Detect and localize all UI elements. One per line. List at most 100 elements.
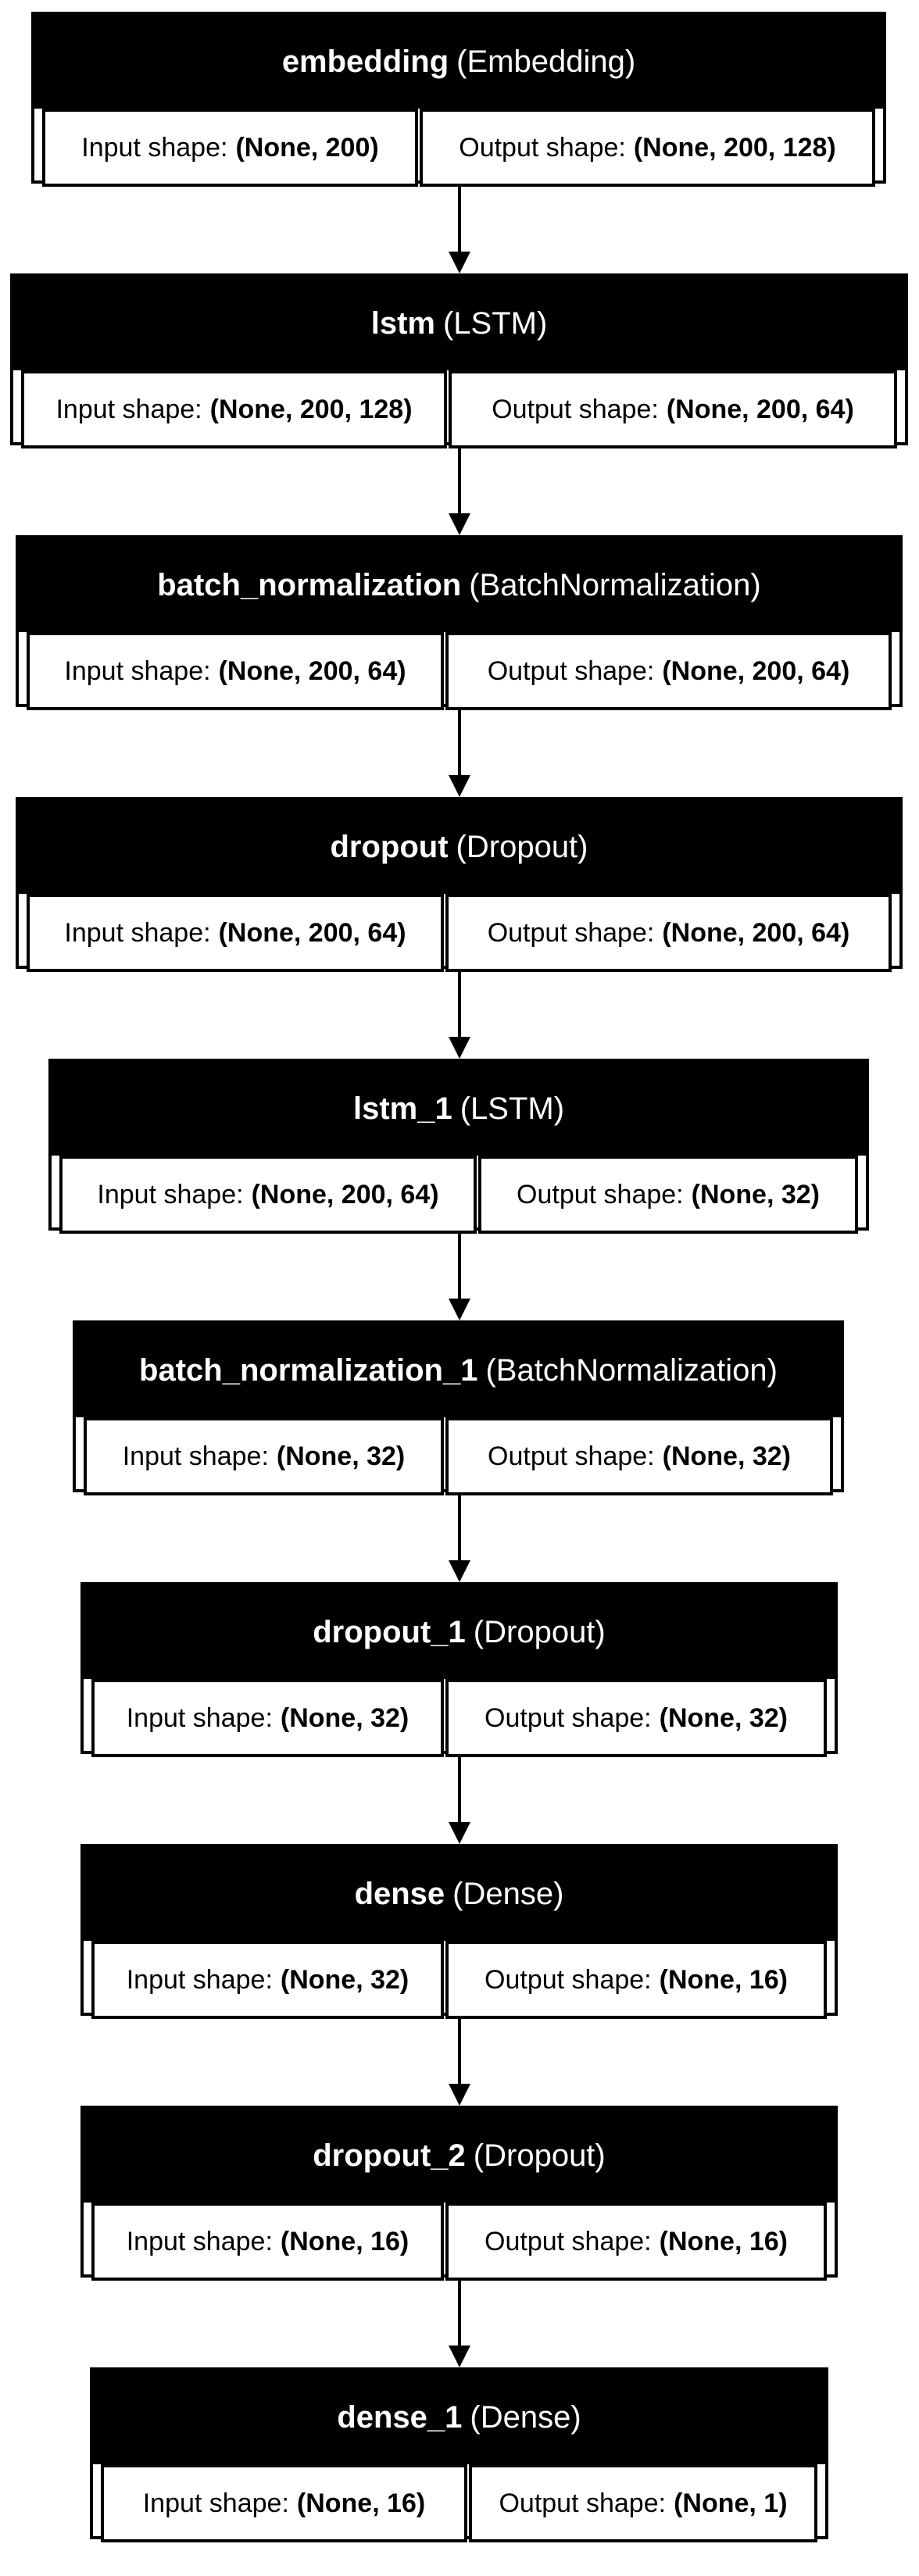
layer-header: batch_normalization(BatchNormalization) <box>19 538 899 632</box>
connector-line <box>458 1231 461 1300</box>
input-shape-cell: Input shape:(None, 200, 128) <box>21 370 447 448</box>
output-shape-label: Output shape: <box>485 2226 652 2256</box>
layer-header: dense(Dense) <box>84 1847 835 1941</box>
output-shape-label: Output shape: <box>487 656 655 686</box>
layer-name: lstm_1 <box>352 1091 452 1126</box>
connector-line <box>458 1754 461 1824</box>
layer-type: (BatchNormalization) <box>485 1352 778 1388</box>
output-shape-value: (None, 200, 64) <box>666 394 854 424</box>
output-shape-cell: Output shape:(None, 200, 128) <box>420 109 875 187</box>
output-shape-label: Output shape: <box>459 132 626 163</box>
arrowhead-icon <box>449 775 470 797</box>
layer-header: dropout(Dropout) <box>19 800 899 894</box>
layer-name: embedding <box>281 44 449 79</box>
input-shape-cell: Input shape:(None, 16) <box>101 2464 467 2542</box>
connector-line <box>458 1492 461 1562</box>
connector-line <box>458 445 461 515</box>
output-shape-cell: Output shape:(None, 200, 64) <box>445 894 892 972</box>
layer-name: lstm <box>370 305 435 341</box>
output-shape-label: Output shape: <box>488 1441 655 1471</box>
layer-header: batch_normalization_1(BatchNormalization… <box>76 1324 841 1417</box>
input-shape-value: (None, 200, 128) <box>209 394 413 424</box>
layer-name: dropout <box>330 829 449 864</box>
output-shape-value: (None, 1) <box>674 2488 788 2518</box>
layer-type: (Embedding) <box>456 44 636 79</box>
layer-name: dropout_2 <box>313 2138 466 2173</box>
layer-node-dense-1: dense_1(Dense)Input shape:(None, 16)Outp… <box>90 2367 828 2542</box>
output-shape-cell: Output shape:(None, 200, 64) <box>449 370 897 448</box>
input-shape-label: Input shape: <box>55 394 202 424</box>
layer-header: dropout_2(Dropout) <box>84 2109 835 2203</box>
input-shape-label: Input shape: <box>64 656 211 686</box>
layer-name: batch_normalization_1 <box>139 1352 478 1388</box>
output-shape-value: (None, 32) <box>662 1441 791 1471</box>
input-shape-label: Input shape: <box>97 1179 244 1209</box>
output-shape-value: (None, 32) <box>691 1179 820 1209</box>
input-shape-cell: Input shape:(None, 32) <box>91 1941 444 2019</box>
connector-line <box>458 707 461 777</box>
input-shape-label: Input shape: <box>126 2226 273 2256</box>
layer-node-dropout-2: dropout_2(Dropout)Input shape:(None, 16)… <box>80 2106 838 2281</box>
input-shape-value: (None, 200) <box>235 132 379 163</box>
arrowhead-icon <box>449 1822 470 1844</box>
layer-name: batch_normalization <box>157 567 462 602</box>
arrowhead-icon <box>449 513 470 535</box>
layer-node-batch-normalization: batch_normalization(BatchNormalization) I… <box>16 535 903 710</box>
input-shape-value: (None, 32) <box>280 1964 409 1995</box>
output-shape-value: (None, 16) <box>659 1964 788 1995</box>
output-shape-label: Output shape: <box>517 1179 684 1209</box>
input-shape-value: (None, 16) <box>296 2488 426 2518</box>
layer-node-dropout: dropout(Dropout)Input shape:(None, 200, … <box>16 797 903 972</box>
output-shape-label: Output shape: <box>492 394 659 424</box>
layer-type: (Dense) <box>452 1876 564 1911</box>
layer-node-lstm-1: lstm_1(LSTM)Input shape:(None, 200, 64)O… <box>48 1059 869 1234</box>
connector-line <box>458 969 461 1038</box>
layer-header: lstm(LSTM) <box>13 277 905 370</box>
input-shape-value: (None, 32) <box>280 1702 409 1733</box>
input-shape-cell: Input shape:(None, 32) <box>84 1417 444 1495</box>
output-shape-label: Output shape: <box>485 1702 652 1733</box>
input-shape-value: (None, 200, 64) <box>218 656 406 686</box>
arrowhead-icon <box>449 1560 470 1582</box>
layer-node-embedding: embedding(Embedding)Input shape:(None, 2… <box>31 12 886 187</box>
input-shape-label: Input shape: <box>122 1441 269 1471</box>
layer-name: dropout_1 <box>313 1614 466 1649</box>
output-shape-value: (None, 200, 64) <box>662 656 850 686</box>
arrowhead-icon <box>449 2346 470 2367</box>
arrowhead-icon <box>449 1037 470 1059</box>
output-shape-label: Output shape: <box>487 917 655 948</box>
layer-header: embedding(Embedding) <box>34 15 883 109</box>
input-shape-label: Input shape: <box>142 2488 289 2518</box>
layer-type: (Dense) <box>470 2399 581 2435</box>
output-shape-value: (None, 200, 64) <box>662 917 850 948</box>
output-shape-cell: Output shape:(None, 32) <box>445 1679 827 1757</box>
output-shape-value: (None, 32) <box>659 1702 788 1733</box>
layer-type: (BatchNormalization) <box>469 567 761 602</box>
output-shape-cell: Output shape:(None, 200, 64) <box>445 632 892 710</box>
layer-type: (Dropout) <box>456 829 588 864</box>
input-shape-cell: Input shape:(None, 32) <box>91 1679 444 1757</box>
layer-type: (Dropout) <box>473 2138 606 2173</box>
layer-type: (LSTM) <box>442 305 548 341</box>
output-shape-cell: Output shape:(None, 16) <box>445 1941 827 2019</box>
input-shape-cell: Input shape:(None, 200, 64) <box>27 894 444 972</box>
connector-line <box>458 2016 461 2085</box>
arrowhead-icon <box>449 2084 470 2106</box>
layer-header: dropout_1(Dropout) <box>84 1585 835 1679</box>
layer-node-dropout-1: dropout_1(Dropout)Input shape:(None, 32)… <box>80 1582 838 1757</box>
output-shape-label: Output shape: <box>485 1964 652 1995</box>
connector-line <box>458 184 461 253</box>
layer-name: dense_1 <box>337 2399 463 2435</box>
layer-node-batch-normalization-1: batch_normalization_1(BatchNormalization… <box>73 1320 844 1495</box>
arrowhead-icon <box>449 252 470 273</box>
input-shape-value: (None, 32) <box>276 1441 406 1471</box>
input-shape-label: Input shape: <box>126 1702 273 1733</box>
input-shape-value: (None, 200, 64) <box>251 1179 439 1209</box>
input-shape-cell: Input shape:(None, 200, 64) <box>59 1156 477 1234</box>
arrowhead-icon <box>449 1299 470 1320</box>
output-shape-cell: Output shape:(None, 1) <box>469 2464 817 2542</box>
output-shape-value: (None, 200, 128) <box>633 132 836 163</box>
input-shape-cell: Input shape:(None, 200) <box>42 109 418 187</box>
output-shape-label: Output shape: <box>499 2488 667 2518</box>
